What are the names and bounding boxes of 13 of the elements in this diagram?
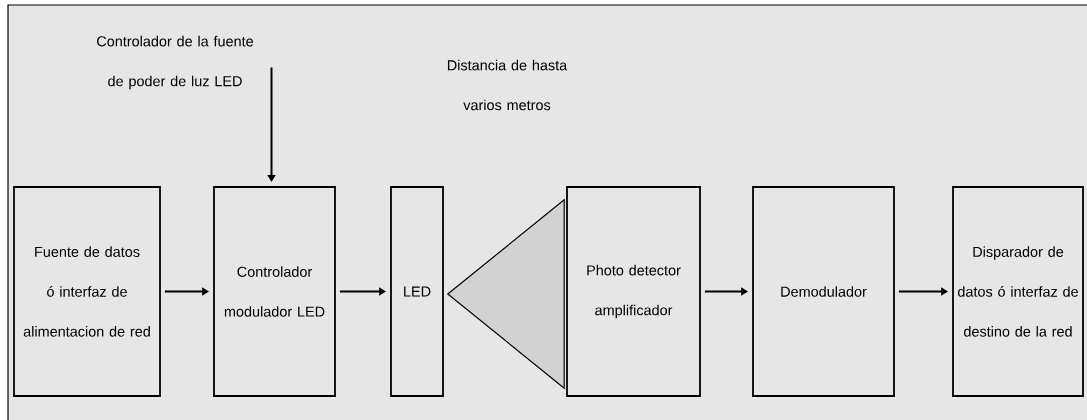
process-box: Controlador modulador LED	[213, 186, 336, 397]
arrow	[897, 287, 948, 296]
arrow	[338, 287, 386, 296]
process-box: LED	[390, 186, 444, 397]
arrow	[703, 287, 748, 296]
process-box: Photo detector amplificador	[566, 186, 701, 397]
arrow	[267, 66, 276, 182]
arrow	[163, 287, 209, 296]
process-box: Disparador de datos ó interfaz de destino de la red	[952, 186, 1084, 397]
process-box: Demodulador	[752, 186, 895, 397]
annotation-text: Distancia de hasta varios metros	[447, 59, 568, 111]
annotation-text: Controlador de la fuente de poder de luz LED	[97, 35, 253, 90]
process-box: Fuente de datos ó interfaz de alimentacion de red	[13, 186, 161, 397]
